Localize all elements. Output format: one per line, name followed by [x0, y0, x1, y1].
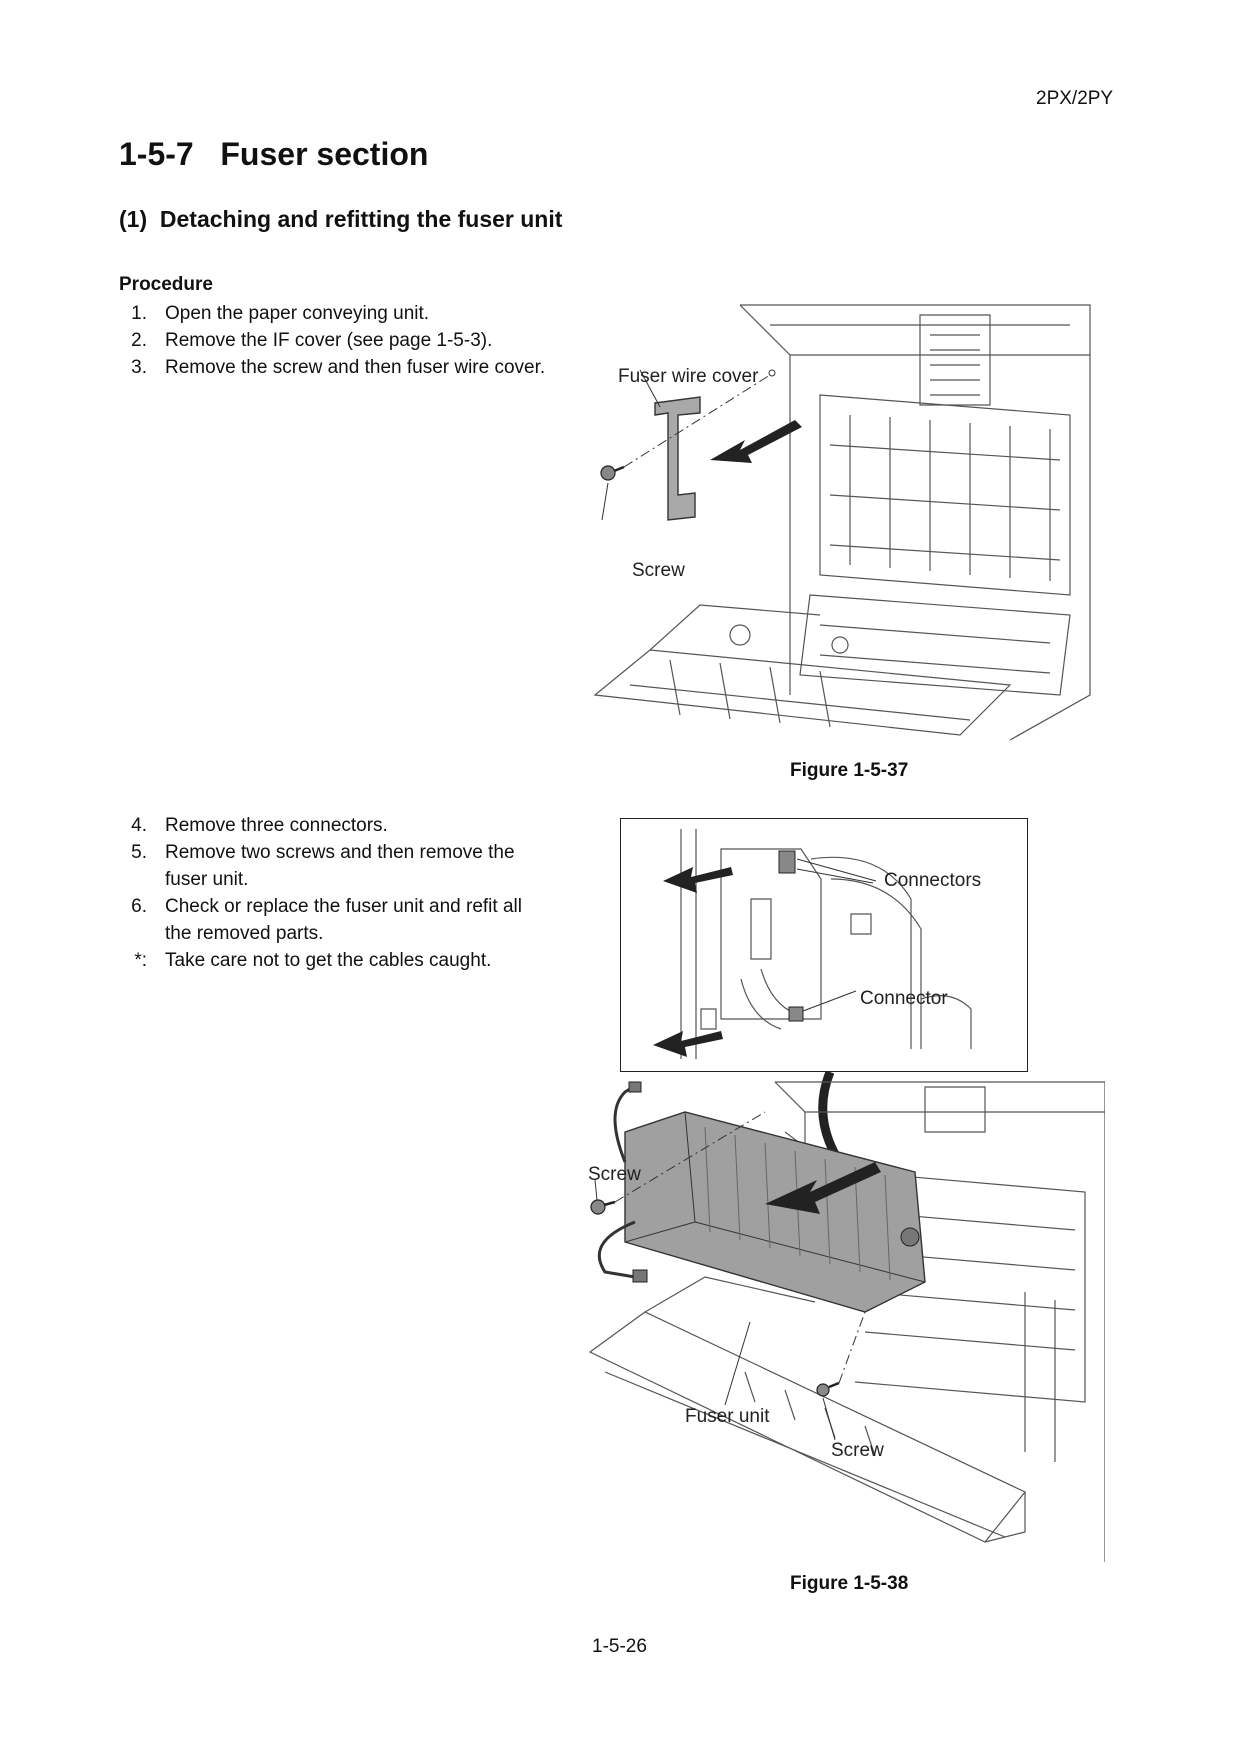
callout-fuser-unit: Fuser unit: [685, 1406, 770, 1427]
page-number: 1-5-26: [592, 1636, 647, 1657]
section-title: 1-5-7 Fuser section: [119, 136, 429, 172]
step-text: Remove the IF cover (see page 1-5-3).: [165, 330, 493, 351]
note-text: Take care not to get the cables caught.: [165, 950, 492, 971]
screw-part-right: [816, 1381, 840, 1397]
subsection-title: (1) Detaching and refitting the fuser un…: [119, 206, 563, 232]
step-number: 6.: [131, 896, 147, 917]
figure-1-5-37-caption: Figure 1-5-37: [790, 760, 909, 781]
screw-part: [600, 465, 625, 481]
connector-part: [788, 1006, 804, 1022]
callout-connector: Connector: [860, 988, 948, 1009]
step-number: 5.: [131, 842, 147, 863]
inset-illustration: [653, 829, 972, 1059]
figure-1-5-38-illustration: [588, 1072, 1105, 1562]
step-number: 4.: [131, 815, 147, 836]
figure-1-5-38-caption: Figure 1-5-38: [790, 1573, 909, 1594]
step-text: Open the paper conveying unit.: [165, 303, 430, 324]
step-text: Remove the screw and then fuser wire cov…: [165, 357, 546, 378]
removal-arrow: [710, 420, 802, 463]
fuser-unit-part: [624, 1111, 926, 1313]
inset-arrow-top: [663, 867, 733, 893]
step-number: 2.: [131, 330, 147, 351]
connector-part: [778, 850, 796, 874]
inset-arrow-bottom: [653, 1031, 723, 1057]
step-number: 1.: [131, 303, 147, 324]
step-number: 3.: [131, 357, 147, 378]
fuser-removal-arrow: [765, 1162, 881, 1214]
procedure-label: Procedure: [119, 274, 213, 295]
figure-1-5-37-illustration: [593, 304, 1091, 741]
callout-screw-right: Screw: [831, 1440, 884, 1461]
step-text: Remove three connectors.: [165, 815, 388, 836]
fuser-wire-cover-part: [654, 396, 701, 521]
step-text: Remove two screws and then remove the fu…: [165, 842, 515, 890]
callout-fuser-wire-cover: Fuser wire cover: [618, 366, 759, 387]
callout-screw: Screw: [632, 560, 685, 581]
callout-connectors: Connectors: [884, 870, 982, 891]
callout-screw-left: Screw: [588, 1164, 641, 1185]
figure-1-5-38-inset: [620, 818, 1028, 1072]
note-marker: *:: [134, 950, 147, 971]
step-text: Check or replace the fuser unit and refi…: [165, 896, 522, 944]
screw-part-left: [590, 1199, 616, 1215]
model-code: 2PX/2PY: [1036, 88, 1114, 109]
